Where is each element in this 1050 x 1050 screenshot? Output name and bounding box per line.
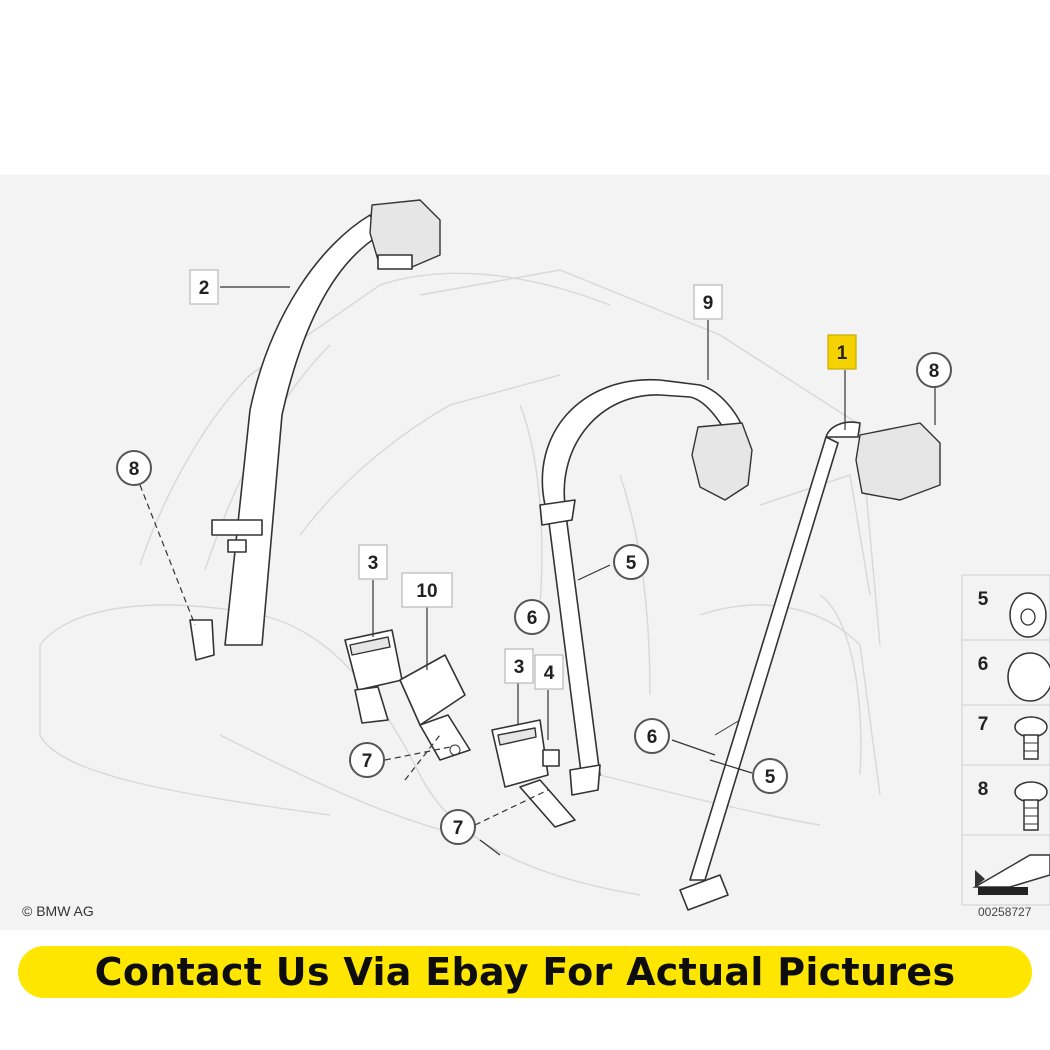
svg-text:6: 6 (527, 608, 538, 629)
cap-icon (1007, 652, 1050, 702)
svg-text:7: 7 (362, 751, 373, 772)
label-10: 10 (401, 572, 453, 608)
svg-text:5: 5 (765, 767, 776, 788)
leader-lines (139, 286, 936, 856)
parts-diagram: 2 9 1 3 10 3 4 8 8 5 6 7 (0, 175, 1050, 930)
buckle-10 (399, 654, 471, 761)
svg-text:6: 6 (647, 727, 658, 748)
svg-text:3: 3 (368, 553, 379, 574)
label-8-right: 8 (916, 352, 952, 388)
direction-arrow-icon (972, 854, 1050, 895)
diagram-canvas: 2 9 1 3 10 3 4 8 8 5 6 7 (22, 199, 1050, 919)
bolt-icon (1014, 716, 1048, 760)
legend-number-8: 8 (978, 779, 989, 800)
label-4: 4 (534, 654, 564, 690)
svg-text:8: 8 (129, 459, 140, 480)
label-3-right: 3 (504, 648, 534, 684)
buckle-3-left (344, 629, 403, 724)
svg-text:8: 8 (929, 361, 940, 382)
svg-text:3: 3 (514, 657, 525, 678)
small-parts-legend: 5 6 7 8 (961, 574, 1050, 906)
legend-number-6: 6 (978, 654, 989, 675)
svg-text:2: 2 (199, 278, 210, 299)
label-7-left: 7 (349, 742, 385, 778)
svg-text:10: 10 (416, 581, 437, 602)
svg-text:5: 5 (626, 553, 637, 574)
svg-text:9: 9 (703, 293, 714, 314)
legend-number-5: 5 (978, 589, 989, 610)
legend-number-7: 7 (978, 714, 989, 735)
screw-icon (1014, 781, 1048, 831)
label-6-upper: 6 (514, 599, 550, 635)
svg-text:7: 7 (453, 818, 464, 839)
label-6-lower: 6 (634, 718, 670, 754)
label-9: 9 (693, 284, 723, 320)
label-8-left: 8 (116, 450, 152, 486)
label-5-lower: 5 (752, 758, 788, 794)
copyright-label: © BMW AG (22, 903, 94, 919)
seat-belt-2 (189, 199, 441, 661)
banner-text: Contact Us Via Ebay For Actual Pictures (94, 950, 956, 994)
seat-belt-9 (539, 379, 753, 796)
label-1-highlighted: 1 (827, 334, 857, 370)
clip-icon (1009, 592, 1047, 638)
label-7-center: 7 (440, 809, 476, 845)
contact-banner: Contact Us Via Ebay For Actual Pictures (18, 946, 1032, 998)
svg-text:4: 4 (544, 663, 555, 684)
image-number: 00258727 (978, 905, 1032, 919)
label-2: 2 (189, 269, 219, 305)
label-3-left: 3 (358, 544, 388, 580)
svg-text:1: 1 (837, 343, 848, 364)
buckle-3-right (491, 719, 576, 828)
seat-belt-1 (679, 421, 941, 911)
rear-seat-outline (39, 269, 881, 896)
label-5-upper: 5 (613, 544, 649, 580)
